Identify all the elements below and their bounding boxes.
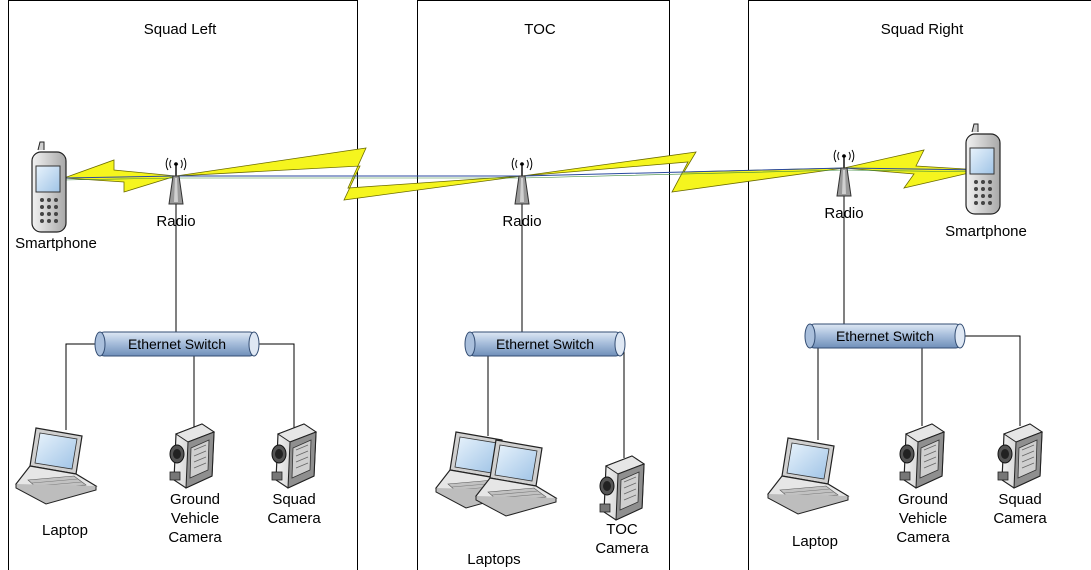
- right-ethernet-switch: [804, 323, 966, 349]
- toc-ethernet-switch: [464, 331, 626, 357]
- toc-camera-label: TOC Camera: [595, 521, 649, 557]
- panel-title-squad-right: Squad Right: [880, 21, 964, 38]
- left-ground-camera-icon: [169, 423, 215, 489]
- right-squad-camera-icon: [997, 423, 1043, 489]
- left-radio-label: Radio: [156, 213, 196, 230]
- branch-left-laptop: [65, 343, 100, 430]
- right-squad-camera-label: Squad Camera: [993, 491, 1047, 527]
- panel-title-toc: TOC: [524, 21, 556, 38]
- left-laptop-icon: [15, 427, 97, 505]
- branch-right-squad-camera: [960, 335, 1021, 426]
- left-smartphone-icon: [31, 141, 67, 233]
- left-ground-camera-label: Ground Vehicle Camera: [168, 491, 222, 546]
- left-radio-icon: [165, 157, 187, 205]
- right-laptop-icon: [767, 437, 849, 515]
- right-smartphone-label: Smartphone: [945, 223, 1027, 240]
- branch-toc-camera: [620, 343, 625, 458]
- toc-laptops-label: Laptops: [467, 551, 521, 568]
- left-squad-camera-label: Squad Camera: [267, 491, 321, 527]
- right-laptop-label: Laptop: [792, 533, 838, 550]
- right-ground-camera-label: Ground Vehicle Camera: [896, 491, 950, 546]
- panel-title-squad-left: Squad Left: [143, 21, 217, 38]
- right-radio-icon: [833, 149, 855, 197]
- branch-left-squad-camera: [254, 343, 295, 428]
- toc-switch-label: Ethernet Switch: [495, 336, 595, 352]
- left-ethernet-switch: [94, 331, 260, 357]
- panel-squad-right: [748, 0, 1091, 570]
- left-laptop-label: Laptop: [42, 522, 88, 539]
- wireless-link-left-toc: [175, 147, 523, 201]
- right-smartphone-icon: [965, 123, 1001, 215]
- right-ground-camera-icon: [899, 423, 945, 489]
- panel-squad-left: [8, 0, 358, 570]
- toc-radio-label: Radio: [502, 213, 542, 230]
- toc-camera-icon: [599, 455, 645, 521]
- panel-toc: [417, 0, 670, 570]
- toc-radio-icon: [511, 157, 533, 205]
- left-smartphone-label: Smartphone: [15, 235, 97, 252]
- left-switch-label: Ethernet Switch: [127, 336, 227, 352]
- right-radio-label: Radio: [824, 205, 864, 222]
- right-switch-label: Ethernet Switch: [835, 328, 935, 344]
- left-squad-camera-icon: [271, 423, 317, 489]
